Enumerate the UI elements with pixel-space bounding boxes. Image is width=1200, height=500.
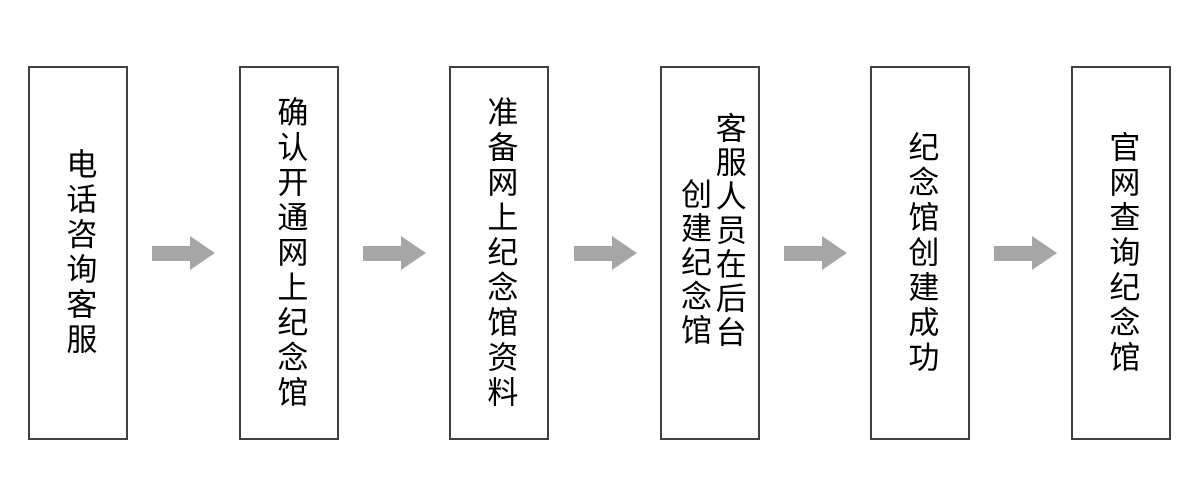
- flowchart-node-4[interactable]: 客服人员在后台 创建纪念馆: [660, 66, 760, 440]
- node-5-label: 纪念馆创建成功: [902, 130, 939, 376]
- right-arrow-icon-3: [574, 236, 637, 270]
- node-4-label-column-1: 客服人员在后台: [709, 112, 746, 350]
- arrow-head: [822, 236, 847, 270]
- right-arrow-icon-5: [994, 236, 1057, 270]
- flowchart-node-5[interactable]: 纪念馆创建成功: [870, 66, 970, 440]
- node-1-label: 电话咨询客服: [60, 148, 97, 358]
- arrow-head: [190, 236, 215, 270]
- flowchart-node-3[interactable]: 准备网上纪念馆资料: [449, 66, 549, 440]
- flowchart-node-1[interactable]: 电话咨询客服: [28, 66, 128, 440]
- node-4-label-column-2: 创建纪念馆: [675, 178, 711, 348]
- arrow-head: [401, 236, 426, 270]
- right-arrow-icon-2: [363, 236, 426, 270]
- flowchart-node-2[interactable]: 确认开通网上纪念馆: [239, 66, 339, 440]
- arrow-shaft: [574, 246, 617, 261]
- arrow-shaft: [994, 246, 1037, 261]
- node-6-label: 官网查询纪念馆: [1103, 130, 1140, 376]
- arrow-head: [612, 236, 637, 270]
- node-2-label: 确认开通网上纪念馆: [271, 95, 308, 411]
- right-arrow-icon-4: [784, 236, 847, 270]
- flowchart-node-6[interactable]: 官网查询纪念馆: [1071, 66, 1171, 440]
- node-3-label: 准备网上纪念馆资料: [481, 95, 518, 411]
- arrow-shaft: [363, 246, 406, 261]
- arrow-head: [1032, 236, 1057, 270]
- right-arrow-icon-1: [152, 236, 215, 270]
- arrow-shaft: [784, 246, 827, 261]
- arrow-shaft: [152, 246, 195, 261]
